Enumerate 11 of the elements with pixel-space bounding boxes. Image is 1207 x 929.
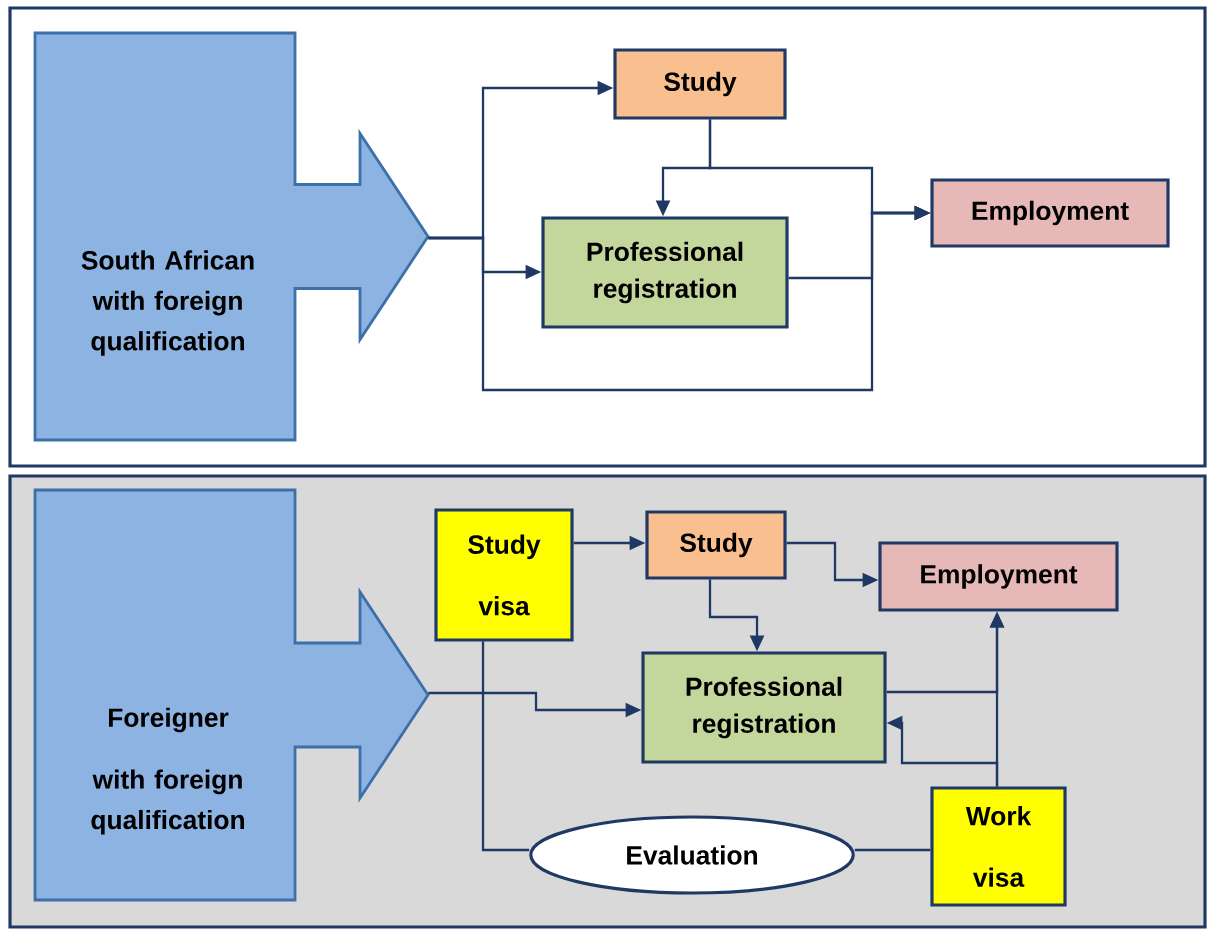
process-box: Employment [930,178,1170,248]
process-box: Work visa [930,786,1067,907]
process-box: Study [613,48,787,120]
process-box: Professional registration [641,651,887,764]
process-box: Professional registration [541,216,789,329]
process-box: Study [645,510,787,580]
connector-line [481,641,530,852]
process-box: Employment [878,541,1119,612]
oval-node: Evaluation [529,815,855,895]
connector-line [854,848,931,852]
process-box: Study visa [434,508,574,642]
